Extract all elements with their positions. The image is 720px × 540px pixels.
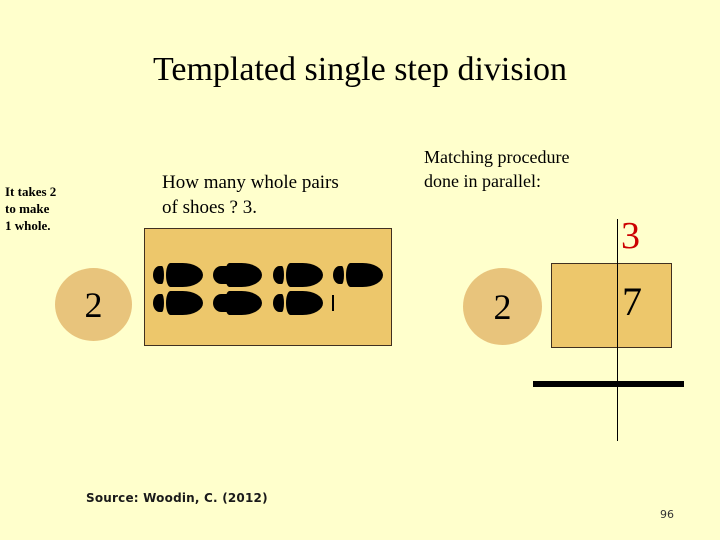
- question-text: How many whole pairs of shoes ? 3.: [162, 170, 412, 220]
- shoe-partial-marker: [332, 295, 334, 311]
- shoe-icon: [153, 263, 203, 287]
- page-title: Templated single step division: [152, 51, 568, 88]
- shoe-icon: [213, 263, 263, 287]
- divisor-ellipse-left: 2: [55, 268, 132, 341]
- right-caption-line-1: Matching procedure: [424, 147, 570, 167]
- left-caption-line-3: 1 whole.: [5, 218, 51, 233]
- shoe-icon: [213, 291, 263, 315]
- shoe-toe-icon: [346, 263, 383, 287]
- quotient-value: 3: [621, 215, 640, 257]
- shoe-heel-icon: [333, 266, 344, 284]
- shoe-heel-icon: [213, 266, 227, 284]
- shoe-icon: [333, 263, 383, 287]
- shoe-toe-icon: [166, 263, 203, 287]
- shoe-row-bottom: [145, 291, 393, 317]
- shoe-heel-icon: [153, 266, 164, 284]
- shoe-toe-icon: [225, 263, 262, 287]
- shoe-row-top: [145, 263, 393, 289]
- division-vertical-line: [617, 219, 618, 441]
- shoe-icon: [273, 291, 323, 315]
- left-caption-line-2: to make: [5, 201, 50, 216]
- right-caption-line-2: done in parallel:: [424, 171, 541, 191]
- right-caption: Matching procedure done in parallel:: [424, 145, 644, 193]
- divisor-ellipse-right: 2: [463, 268, 542, 345]
- shoe-heel-icon: [273, 266, 284, 284]
- page-number: 96: [660, 508, 674, 521]
- shoe-heel-icon: [273, 294, 284, 312]
- dividend-value: 7: [622, 279, 642, 324]
- shoe-toe-icon: [166, 291, 203, 315]
- source-citation: Source: Woodin, C. (2012): [86, 491, 268, 505]
- shoe-icon: [153, 291, 203, 315]
- shoe-diagram-box: [144, 228, 392, 346]
- division-horizontal-line: [533, 381, 684, 387]
- shoe-heel-icon: [153, 294, 164, 312]
- shoe-toe-icon: [225, 291, 262, 315]
- shoe-heel-icon: [213, 294, 227, 312]
- shoe-toe-icon: [286, 291, 323, 315]
- shoe-toe-icon: [286, 263, 323, 287]
- left-caption: It takes 2 to make 1 whole.: [5, 183, 125, 234]
- shoe-icon: [273, 263, 323, 287]
- question-line-1: How many whole pairs: [162, 172, 339, 193]
- left-caption-line-1: It takes 2: [5, 184, 57, 199]
- question-line-2: of shoes ? 3.: [162, 197, 257, 218]
- dividend-box: [551, 263, 672, 348]
